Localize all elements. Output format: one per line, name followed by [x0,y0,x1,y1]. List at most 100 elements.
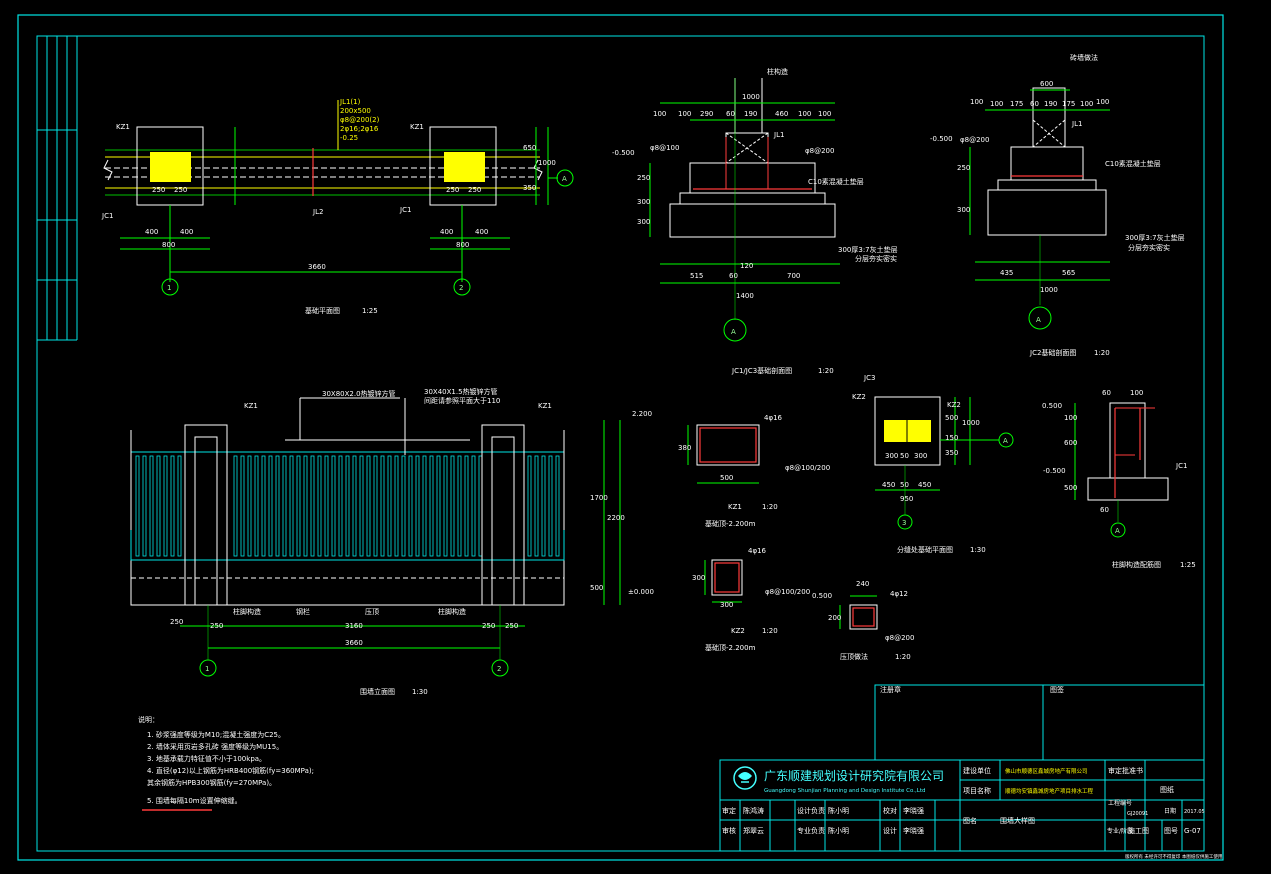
fence-bar [450,455,455,557]
fence-bar [471,455,476,557]
fence-bar [163,455,168,557]
jc2-scale: 1:20 [1094,349,1110,357]
elev-bl-2: 压顶 [365,608,379,616]
split-bdim-0: 450 [882,481,895,489]
jc2-bed: 300厚3:7灰土垫层 [1125,233,1185,242]
fence-bar [142,455,147,557]
kz1-title: KZ1 [728,503,742,511]
split-dim-950: 950 [900,495,913,503]
fence-bar [296,455,301,557]
jc2-bottom-0: 435 [1000,269,1013,277]
section-jc1 [649,78,840,342]
detail-vert-1: 600 [1064,439,1077,447]
plan-jl-mid: JL2 [312,208,323,216]
fence-elevation [130,397,621,677]
tb-r1-3: 图纸 [1160,785,1174,794]
kz2-rebar-top: 4φ16 [748,547,767,555]
elev-dim-1: 250 [210,622,223,630]
fence-bar [443,455,448,557]
split-axis: 3 [902,519,906,527]
tb-r1-0: 建设单位 [963,766,991,775]
tb-r4-0: 审核 [722,826,736,835]
elev-vert-1: 2200 [607,514,625,522]
elev-axis-2: 2 [497,665,501,673]
fence-bar [247,455,252,557]
tb-r3-1: 陈鸿涛 [743,806,764,815]
jc1-jl-label: JL1 [773,131,784,139]
split-bdim-2: 450 [918,481,931,489]
plan-dim-total: 3660 [308,263,326,271]
jc1-dim-120: 120 [740,262,753,270]
jc1-vert-1: 300 [637,198,650,206]
plan-axis-1: 1 [167,284,171,292]
fence-bars [135,455,560,557]
jc1-col-label: 柱构造 [767,67,788,76]
detail-dim-60: 60 [1102,389,1111,397]
split-vert-2: 150 [945,434,958,442]
split-vert-1: 1000 [962,419,980,427]
split-kz-r: KZ2 [947,401,961,409]
fence-bar [527,455,532,557]
tb-r3-0: 审定 [722,806,736,815]
fence-bar [261,455,266,557]
kz2-scale: 1:20 [762,627,778,635]
jc2-top-0: 100 [970,98,983,106]
plan-dim-br1: 400 [475,228,488,236]
jc1-axis: A [731,328,736,336]
tb-r4-2: 专业负责 [797,826,825,835]
split-jc: JC3 [863,374,875,382]
split-dim-1: 50 [900,452,909,460]
jc2-dim-600: 600 [1040,80,1053,88]
jc1-concrete: C10素混凝土垫层 [808,177,864,186]
tb-r4-4: 设计 [883,826,897,835]
jc2-bottom-1: 565 [1062,269,1075,277]
jc1-scale: 1:20 [818,367,834,375]
kz1-note: 基础顶-2.200m [705,519,756,528]
jc2-axis: A [1036,316,1041,324]
notes-item-3: 4. 直径(φ12)以上钢筋为HRB400钢筋(fy=360MPa); [147,766,314,775]
plan-scale: 1:25 [362,307,378,315]
fence-bar [338,455,343,557]
kz1-section [687,424,760,484]
notes-heading: 说明： [138,715,159,724]
elev-kz-left: KZ1 [244,402,258,410]
jc1-top-5: 460 [775,110,788,118]
tb-r1-2: 审定批准书 [1108,766,1143,775]
fence-bar [324,455,329,557]
tb-r4-8: 专业/阶段 [1107,827,1133,835]
detail-jc: JC1 [1175,462,1187,470]
company-en: Guangdong Shunjian Planning and Design I… [764,788,925,794]
detail-axis: A [1115,527,1120,535]
fence-bar [359,455,364,557]
jc2-dim-1000: 1000 [1040,286,1058,294]
kz2-dim-w: 300 [720,601,733,609]
jc1-bed2: 分层夯实密实 [855,254,897,263]
elev-top: 2.200 [632,410,652,418]
jc1-rebar-l: φ8@100 [650,144,679,152]
plan-axis-a: A [562,175,567,183]
jc2-top-6: 100 [1080,100,1093,108]
jc2-title: JC2基础剖面图 [1029,348,1076,357]
detail-elev-top: 0.500 [1042,402,1062,410]
fence-bar [555,455,560,557]
split-title: 分缝处基础平面图 [897,545,953,554]
elev-bl-3: 柱脚构造 [438,607,466,616]
fence-bar [415,455,420,557]
fence-bar [534,455,539,557]
jc2-top-3: 60 [1030,100,1039,108]
kz1-dim-w: 500 [720,474,733,482]
fence-bar [289,455,294,557]
detail-vert-0: 100 [1064,414,1077,422]
kz2-rebar-side: φ8@100/200 [765,588,810,596]
jc1-top-4: 190 [744,110,757,118]
plan-beam-note-3: 2φ16;2φ16 [340,125,379,133]
plan-beam-note-2: φ8@200(2) [340,116,380,124]
fence-bar [429,455,434,557]
fence-bar [422,455,427,557]
plan-jc-left: JC1 [101,212,113,220]
tb-r4-5: 李晓强 [903,826,924,835]
elev-zero: ±0.000 [628,588,654,596]
jc2-top-7: 100 [1096,98,1109,106]
elev-axis-1: 1 [205,665,209,673]
split-bdim-1: 50 [900,481,909,489]
